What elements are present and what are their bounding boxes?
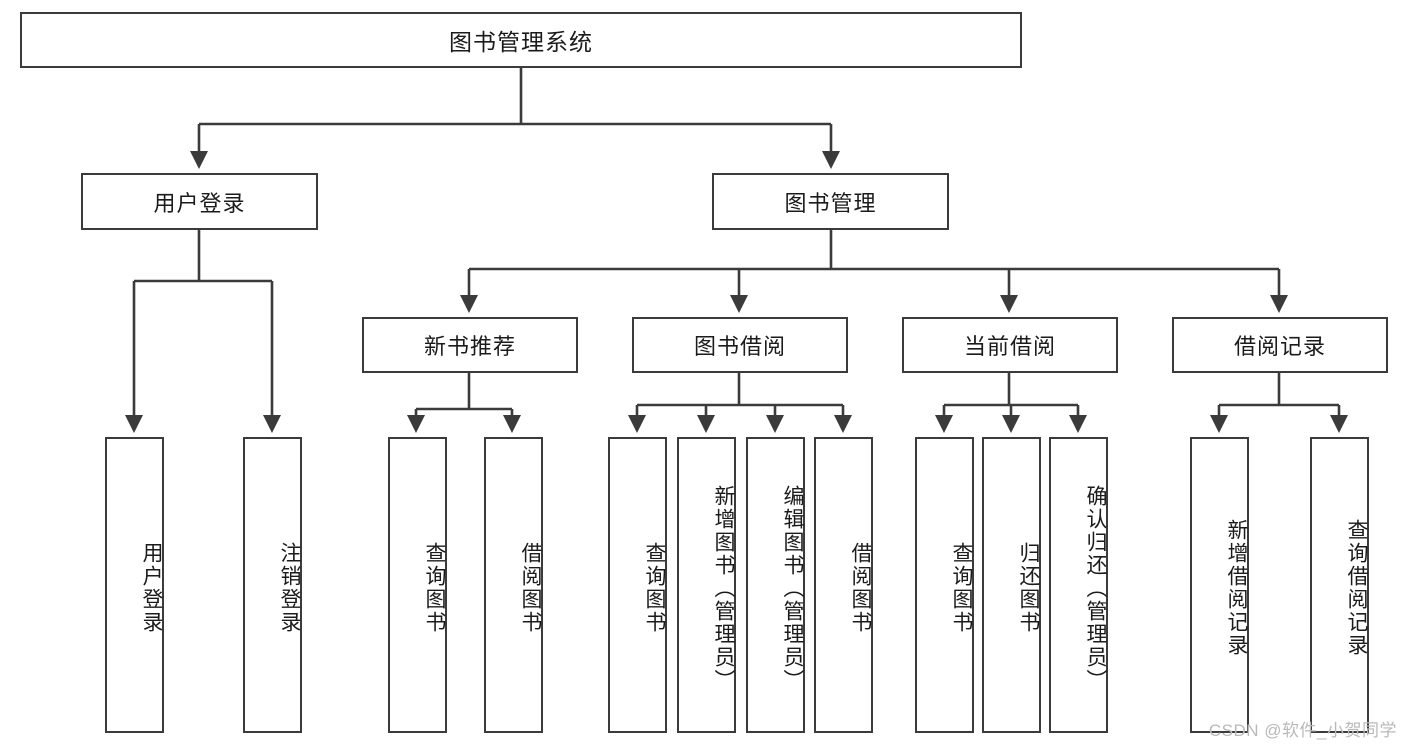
leaf-new-book-borrow[interactable]: 借阅图书 [484,437,543,733]
leaf-current-borrow-return[interactable]: 归还图书 [982,437,1041,733]
leaf-current-borrow-confirm-return[interactable]: 确认归还（管理员） [1049,437,1108,733]
node-label: 借阅图书 [519,542,542,634]
node-label: 查询图书 [423,542,446,634]
node-label: 查询图书 [950,542,973,634]
leaf-borrow-record-add[interactable]: 新增借阅记录 [1190,437,1249,733]
node-label: 图书借阅 [693,334,786,359]
node-label: 新增借阅记录 [1225,519,1248,657]
node-label: 借阅图书 [849,542,872,634]
node-new-book-recommend[interactable]: 新书推荐 [362,317,578,373]
node-label: 查询图书 [643,542,666,634]
csdn-watermark: CSDN @软件_小贺同学 [1208,721,1397,740]
leaf-new-book-query[interactable]: 查询图书 [388,437,447,733]
leaf-borrow-record-query[interactable]: 查询借阅记录 [1310,437,1369,733]
node-label: 图书管理 [784,190,877,216]
leaf-user-login-login[interactable]: 用户登录 [105,437,164,733]
node-label: 用户登录 [140,542,163,634]
node-label: 确认归还（管理员） [1084,484,1107,692]
leaf-book-borrow-query[interactable]: 查询图书 [608,437,667,733]
node-label: 新增图书（管理员） [712,484,735,692]
node-book-borrow[interactable]: 图书借阅 [632,317,848,373]
leaf-book-borrow-edit[interactable]: 编辑图书（管理员） [746,437,805,733]
node-label: 借阅记录 [1233,334,1326,359]
node-label: 归还图书 [1017,542,1040,634]
node-book-management[interactable]: 图书管理 [712,173,949,230]
node-label: 图书管理系统 [449,29,593,55]
node-root-book-management-system[interactable]: 图书管理系统 [20,12,1022,68]
node-label: 用户登录 [153,190,246,216]
leaf-user-login-logout[interactable]: 注销登录 [243,437,302,733]
node-current-borrow[interactable]: 当前借阅 [902,317,1118,373]
node-label: 当前借阅 [963,334,1056,359]
node-borrow-record[interactable]: 借阅记录 [1172,317,1388,373]
node-label: 注销登录 [278,542,301,634]
leaf-book-borrow-borrow[interactable]: 借阅图书 [814,437,873,733]
node-label: 编辑图书（管理员） [781,484,804,692]
node-label: 新书推荐 [423,334,516,359]
leaf-current-borrow-query[interactable]: 查询图书 [915,437,974,733]
node-user-login[interactable]: 用户登录 [81,173,318,230]
leaf-book-borrow-add[interactable]: 新增图书（管理员） [677,437,736,733]
node-label: 查询借阅记录 [1345,519,1368,657]
